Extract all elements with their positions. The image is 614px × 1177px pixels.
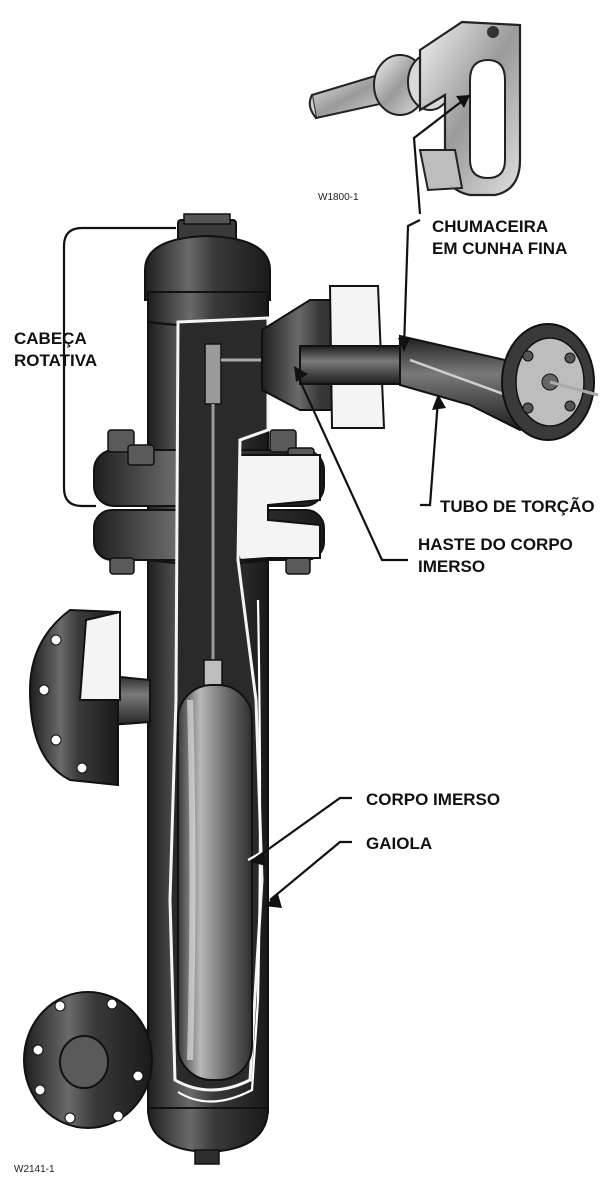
bearing-detail-illustration: W1800-1 (308, 20, 522, 203)
label-bearing-line1: CHUMACEIRA (432, 217, 548, 236)
bearing-leader-detail (412, 94, 471, 215)
label-displacer-rod-line1: HASTE DO CORPO (418, 535, 573, 554)
displacer-rod-leader (294, 371, 408, 562)
lower-side-flange (23, 991, 153, 1129)
cage-leader (269, 840, 352, 901)
label-displacer: CORPO IMERSO (366, 790, 500, 809)
upper-side-flange (28, 608, 151, 787)
torque-tube-arm (261, 285, 599, 441)
label-cage: GAIOLA (366, 834, 432, 853)
displacer-leader (255, 796, 352, 859)
displacer-rod-illustration (203, 343, 300, 689)
torque-tube-arrowhead (432, 394, 446, 410)
torque-tube-leader (420, 399, 440, 507)
bearing-leader-main (402, 219, 421, 349)
bearing-arrowhead-main (398, 338, 410, 352)
displacer-rod-arrowhead (294, 366, 308, 382)
displacer-illustration (177, 684, 253, 1081)
displacer-arrowhead (250, 852, 266, 866)
label-displacer-rod-line2: IMERSO (418, 557, 485, 576)
label-rotary-head-line1: CABEÇA (14, 329, 87, 348)
main-figure-id: W2141-1 (14, 1164, 55, 1175)
label-torque-tube: TUBO DE TORÇÃO (440, 496, 595, 516)
detail-figure-id: W1800-1 (318, 192, 359, 203)
cage-arrowhead (264, 894, 282, 908)
bearing-arrowhead-detail (456, 95, 470, 108)
label-bearing-line2: EM CUNHA FINA (432, 239, 567, 258)
displacer-leader-white (247, 851, 263, 861)
label-rotary-head-line2: ROTATIVA (14, 351, 97, 370)
rotary-head-bracket (62, 226, 176, 508)
